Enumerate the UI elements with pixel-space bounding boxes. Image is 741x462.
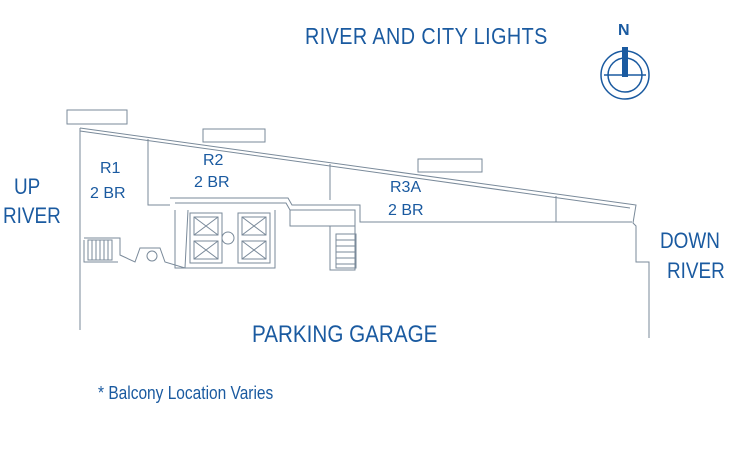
down-river-label-line1: DOWN xyxy=(660,228,720,253)
corridor-inner xyxy=(175,202,356,227)
up-river-label-line1: UP xyxy=(14,174,41,199)
service-core xyxy=(84,209,189,269)
unit-r1-name: R1 xyxy=(100,160,121,177)
building-outline xyxy=(79,127,650,338)
unit-r3a-name: R3A xyxy=(390,179,422,196)
balcony-r3 xyxy=(417,158,483,173)
unit-r2-name: R2 xyxy=(203,152,224,169)
parking-garage-label: PARKING GARAGE xyxy=(252,321,438,348)
unit-r2-bedrooms: 2 BR xyxy=(194,174,230,191)
roof-inner-line xyxy=(79,130,631,209)
elevator-2 xyxy=(237,212,271,264)
corridor xyxy=(170,197,632,223)
unit-r3a-bedrooms: 2 BR xyxy=(388,202,424,219)
unit-r1-bedrooms: 2 BR xyxy=(90,185,126,202)
compass xyxy=(600,47,650,100)
north-arrow-icon xyxy=(622,47,628,77)
stair-right xyxy=(335,233,357,269)
elevator-1 xyxy=(189,212,223,264)
balcony-r1 xyxy=(66,109,128,125)
up-river-label-line2: RIVER xyxy=(3,203,61,228)
view-title: RIVER AND CITY LIGHTS xyxy=(305,23,548,49)
balcony-r2 xyxy=(202,128,266,143)
balcony-note: * Balcony Location Varies xyxy=(98,383,274,403)
down-river-label-line2: RIVER xyxy=(667,258,725,283)
wall-r1-r2 xyxy=(147,139,170,206)
compass-north-label: N xyxy=(618,22,630,39)
